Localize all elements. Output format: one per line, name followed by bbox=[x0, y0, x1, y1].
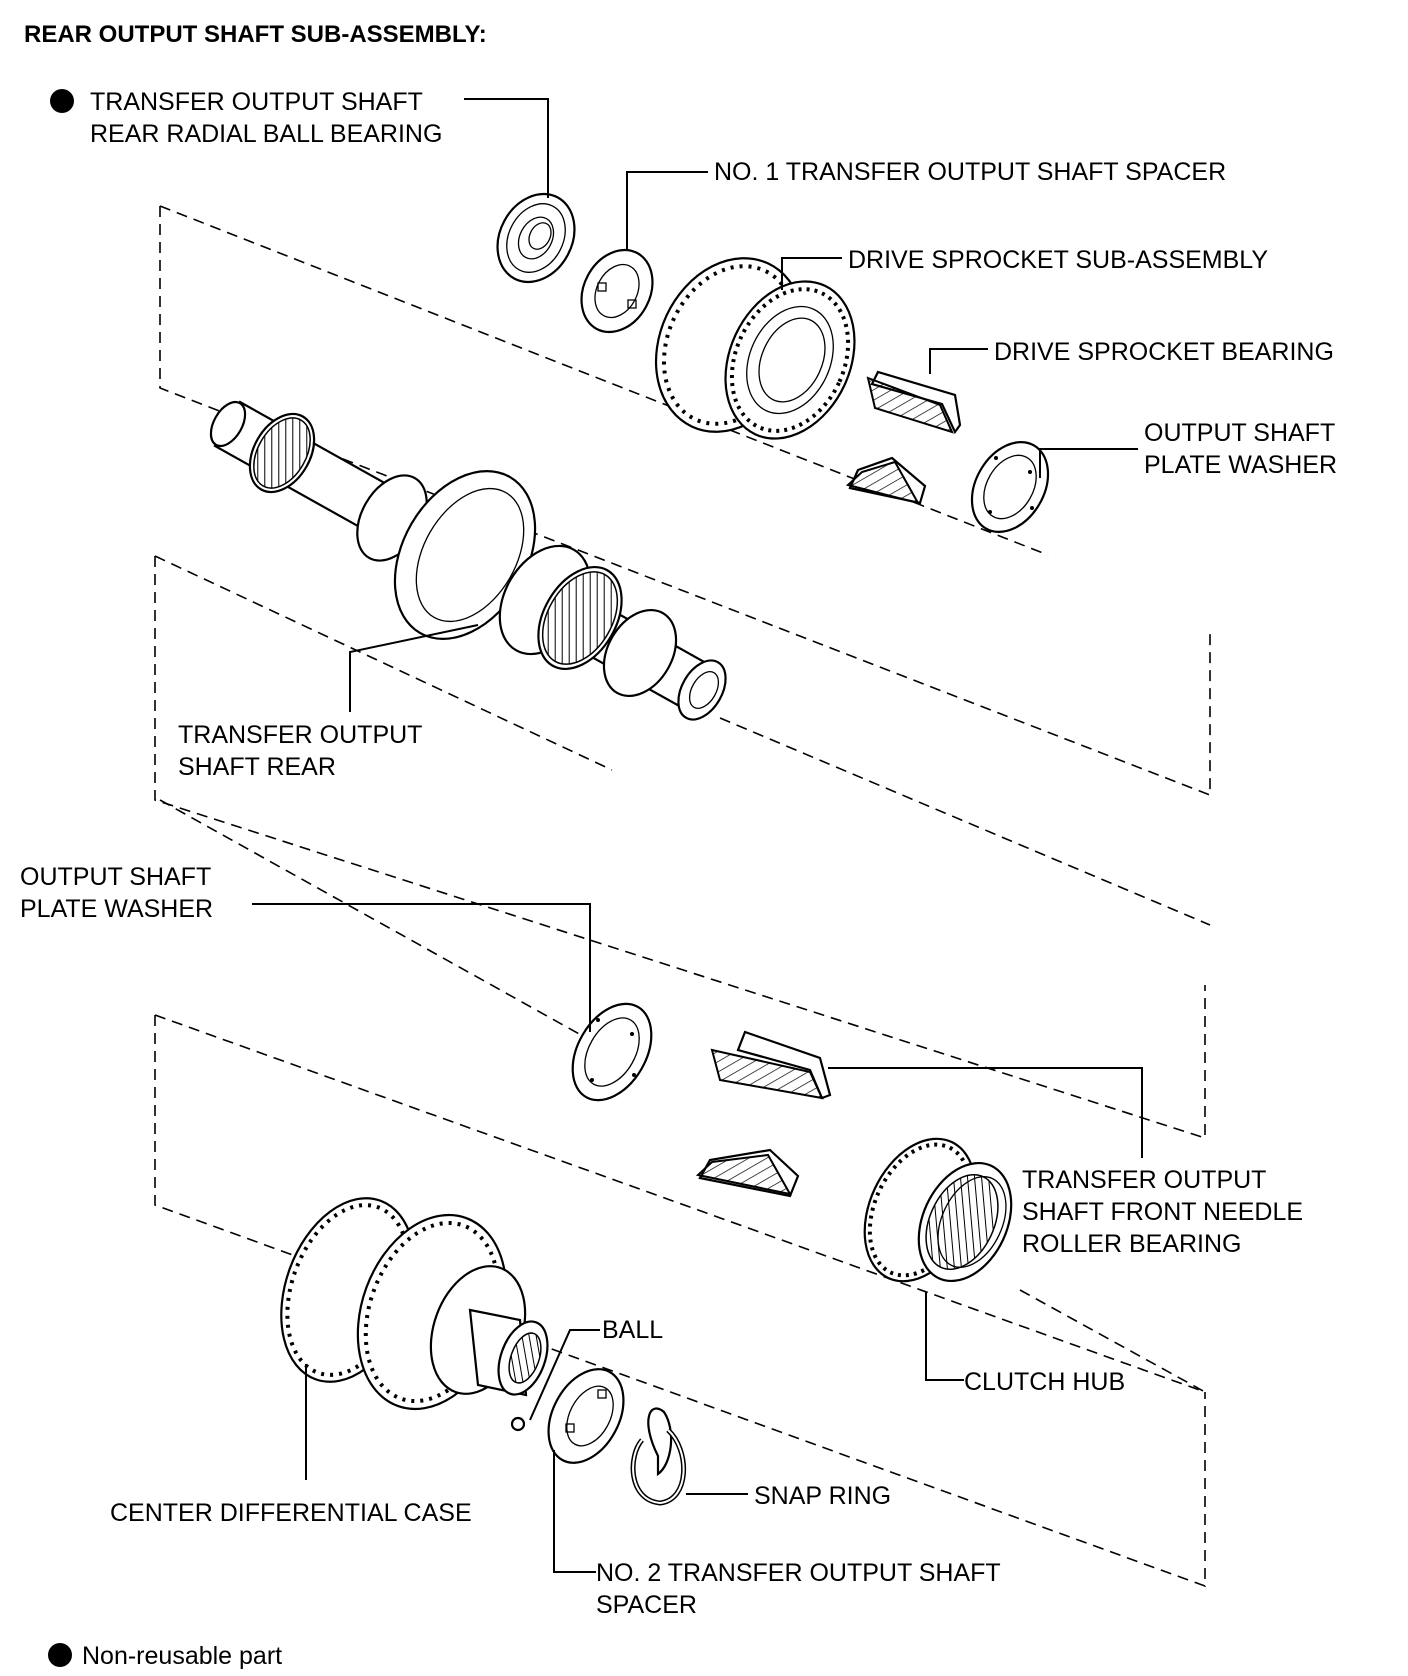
spacer-no2 bbox=[547, 1368, 625, 1464]
center-differential-case bbox=[280, 1197, 549, 1411]
label-drive-sprocket-bearing: DRIVE SPROCKET BEARING bbox=[994, 338, 1334, 366]
drive-sprocket-bearing bbox=[845, 370, 962, 505]
spacer-no1 bbox=[580, 248, 654, 334]
label-needle-bearing-line1: TRANSFER OUTPUT bbox=[1022, 1166, 1266, 1194]
label-rear-bearing-line2: REAR RADIAL BALL BEARING bbox=[90, 120, 442, 148]
filled-circle-icon bbox=[48, 1643, 72, 1667]
plate-washer-top bbox=[970, 440, 1050, 534]
transfer-output-shaft-rear bbox=[209, 400, 727, 721]
label-shaft-rear-line1: TRANSFER OUTPUT bbox=[178, 721, 422, 749]
label-plate-washer-top-line2: PLATE WASHER bbox=[1144, 451, 1337, 479]
non-reusable-marker-icon bbox=[50, 89, 74, 113]
label-spacer-no2-line1: NO. 2 TRANSFER OUTPUT SHAFT bbox=[596, 1559, 1001, 1587]
label-needle-bearing-line2: SHAFT FRONT NEEDLE bbox=[1022, 1198, 1303, 1226]
label-plate-washer-top-line1: OUTPUT SHAFT bbox=[1144, 419, 1335, 447]
ball bbox=[510, 1416, 526, 1432]
label-clutch-hub: CLUTCH HUB bbox=[964, 1368, 1125, 1396]
rear-radial-ball-bearing bbox=[496, 192, 576, 284]
label-spacer-no1: NO. 1 TRANSFER OUTPUT SHAFT SPACER bbox=[714, 158, 1226, 186]
label-ball: BALL bbox=[602, 1316, 663, 1344]
label-plate-washer-mid-line2: PLATE WASHER bbox=[20, 895, 213, 923]
label-spacer-no2-line2: SPACER bbox=[596, 1591, 697, 1619]
label-drive-sprocket: DRIVE SPROCKET SUB-ASSEMBLY bbox=[848, 246, 1268, 274]
assembly-planes bbox=[154, 205, 1211, 1588]
label-center-diff: CENTER DIFFERENTIAL CASE bbox=[110, 1499, 472, 1527]
drive-sprocket bbox=[654, 257, 856, 440]
label-plate-washer-mid-line1: OUTPUT SHAFT bbox=[20, 863, 211, 891]
label-snap-ring: SNAP RING bbox=[754, 1482, 891, 1510]
snap-ring bbox=[630, 1407, 687, 1506]
label-needle-bearing-line3: ROLLER BEARING bbox=[1022, 1230, 1242, 1258]
label-shaft-rear-line2: SHAFT REAR bbox=[178, 753, 336, 781]
clutch-hub bbox=[863, 1137, 1013, 1283]
legend: Non-reusable part bbox=[48, 1642, 282, 1670]
page-title: REAR OUTPUT SHAFT SUB-ASSEMBLY: bbox=[24, 21, 487, 48]
plate-washer-mid bbox=[571, 1002, 653, 1102]
label-rear-bearing-line1: TRANSFER OUTPUT SHAFT bbox=[90, 88, 423, 116]
front-needle-roller-bearing bbox=[695, 1030, 832, 1198]
leader-lines bbox=[252, 98, 1143, 1573]
legend-text: Non-reusable part bbox=[82, 1642, 282, 1670]
